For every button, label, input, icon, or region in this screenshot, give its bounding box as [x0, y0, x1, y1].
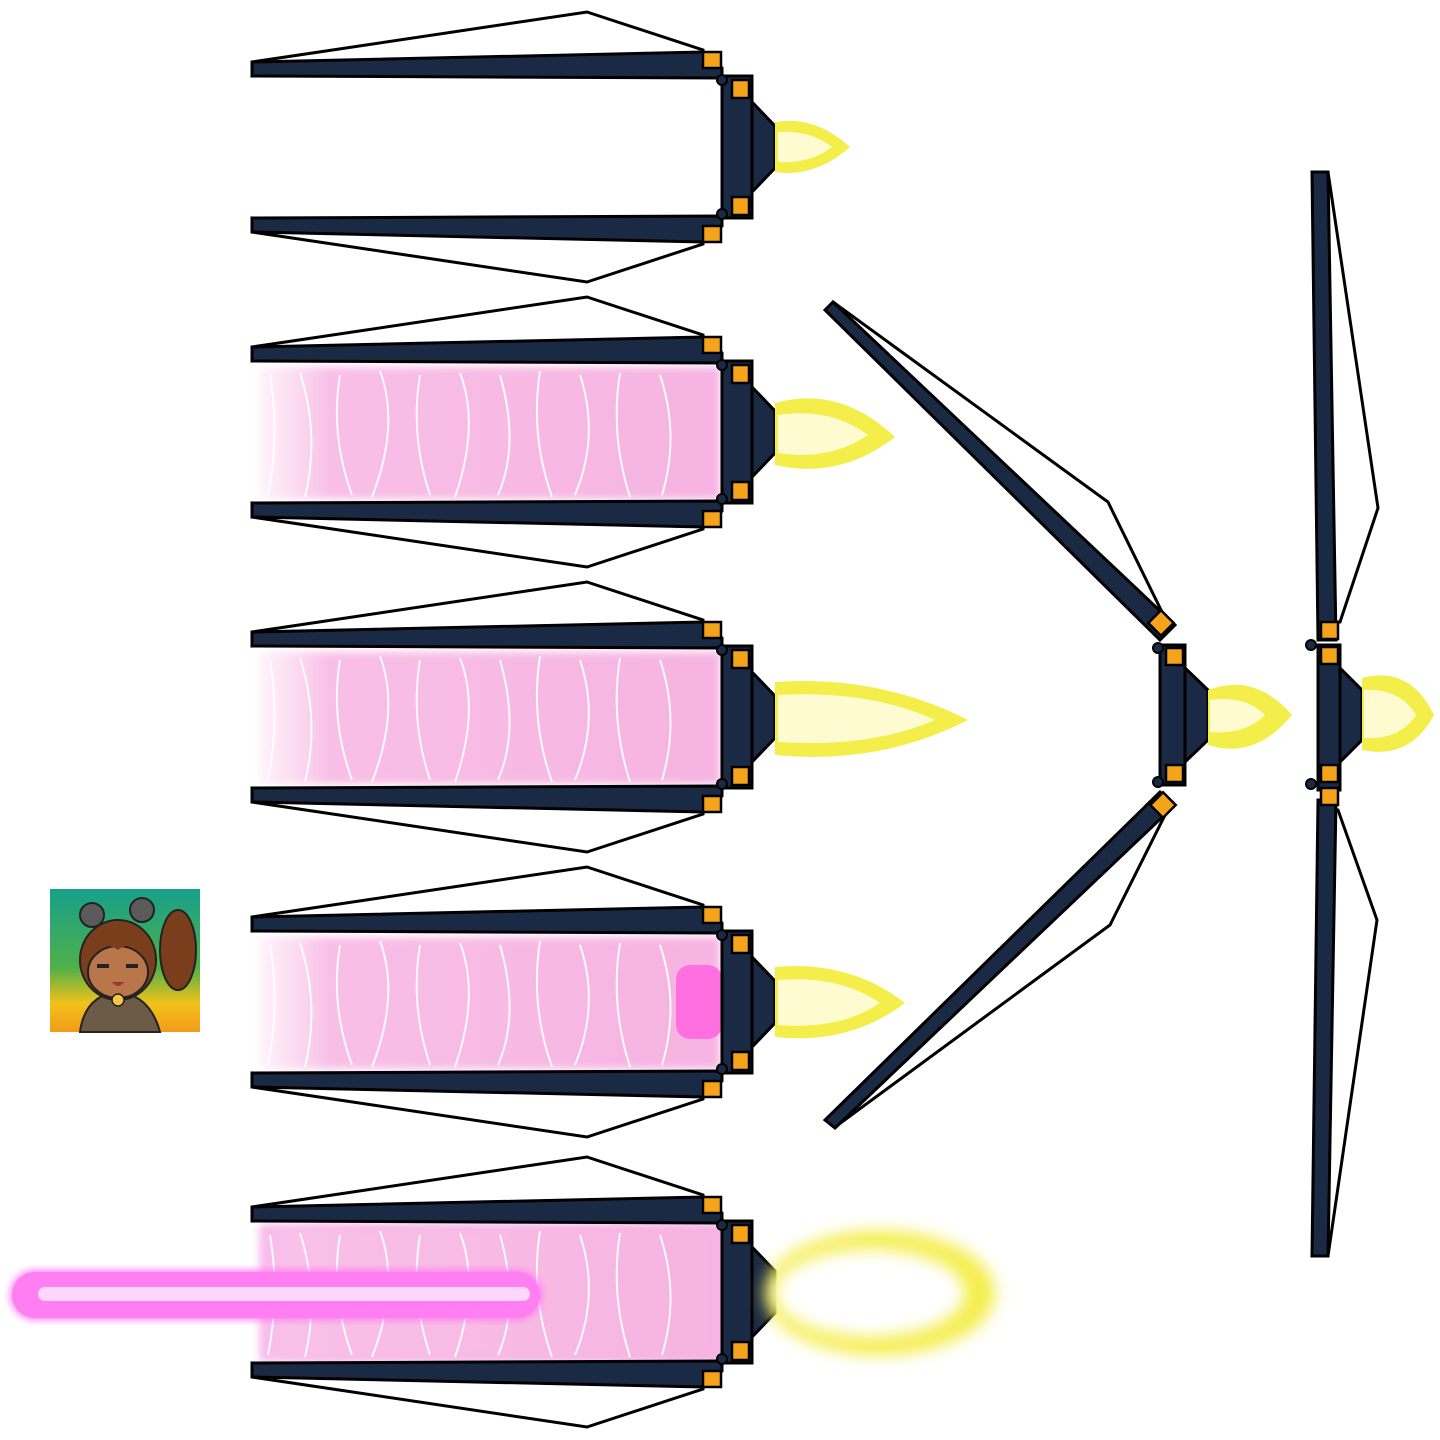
- cannon-frame-4: [250, 865, 905, 1139]
- flame-icon: [775, 966, 905, 1039]
- cannon-v-spread: [822, 299, 1292, 1130]
- cannon-frame-2: [250, 295, 895, 569]
- flame-icon: [1362, 675, 1434, 752]
- charge-orb: [676, 965, 722, 1039]
- flame-icon: [775, 120, 850, 173]
- flame-icon: [1208, 684, 1292, 749]
- cannon-frame-5: [250, 1155, 995, 1429]
- flame-icon: [775, 681, 968, 757]
- flame-icon: [775, 398, 895, 469]
- cannon-frame-1: [250, 10, 850, 284]
- laser-beam: [10, 1270, 542, 1320]
- cannon-frame-3: [250, 580, 968, 854]
- cannon-vertical: [1305, 170, 1434, 1258]
- avatar: [50, 889, 200, 1033]
- muzzle-flash-icon: [765, 1231, 995, 1355]
